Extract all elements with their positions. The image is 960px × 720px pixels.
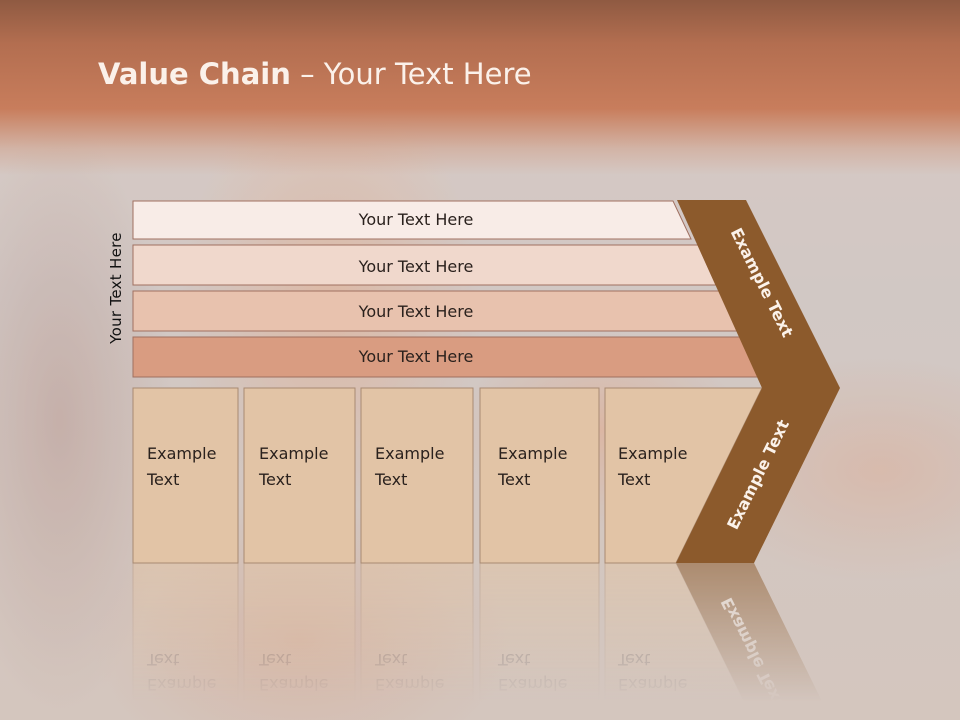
- title-rest: – Your Text Here: [290, 57, 532, 91]
- refl-col3-line2: Text: [374, 650, 407, 669]
- row-bar[interactable]: [132, 200, 692, 240]
- refl-col3-line1: Example: [375, 675, 444, 694]
- support-columns: Example Text Example Text Example Text E…: [132, 387, 763, 564]
- column-line2: Text: [258, 470, 291, 489]
- column-line2: Text: [374, 470, 407, 489]
- column-line1: Example: [259, 444, 328, 463]
- refl-col2-line1: Example: [259, 675, 328, 694]
- chevron-lower-arm[interactable]: [676, 388, 840, 563]
- refl-col4-line2: Text: [497, 650, 530, 669]
- column-line1: Example: [618, 444, 687, 463]
- refl-col1-line1: Example: [147, 675, 216, 694]
- column-line2: Text: [497, 470, 530, 489]
- chevron-upper-arm[interactable]: [677, 200, 840, 388]
- row-label: Your Text Here: [358, 257, 474, 276]
- column-line1: Example: [498, 444, 567, 463]
- title-band: [0, 0, 960, 175]
- column-line2: Text: [617, 470, 650, 489]
- row-label: Your Text Here: [358, 302, 474, 321]
- refl-col4-line1: Example: [498, 675, 567, 694]
- column-line1: Example: [147, 444, 216, 463]
- title-bold: Value Chain: [98, 57, 291, 91]
- refl-col1-line2: Text: [146, 650, 179, 669]
- column-box[interactable]: [132, 387, 239, 564]
- refl-col5-line1: Example: [618, 675, 687, 694]
- row-label: Your Text Here: [358, 347, 474, 366]
- column-line2: Text: [146, 470, 179, 489]
- reflection: Example Text Example Text Example Text E…: [132, 562, 832, 720]
- column-box[interactable]: [243, 387, 356, 564]
- row-label: Your Text Here: [358, 210, 474, 229]
- value-chevron: Example Text Example Text: [676, 200, 840, 563]
- primary-rows: Your Text Here Your Text Here Your Text …: [132, 200, 763, 378]
- refl-col5-line2: Text: [617, 650, 650, 669]
- column-box[interactable]: [479, 387, 600, 564]
- refl-col2-line2: Text: [258, 650, 291, 669]
- column-box[interactable]: [360, 387, 474, 564]
- slide-title[interactable]: Value Chain – Your Text Here: [98, 52, 532, 96]
- column-line1: Example: [375, 444, 444, 463]
